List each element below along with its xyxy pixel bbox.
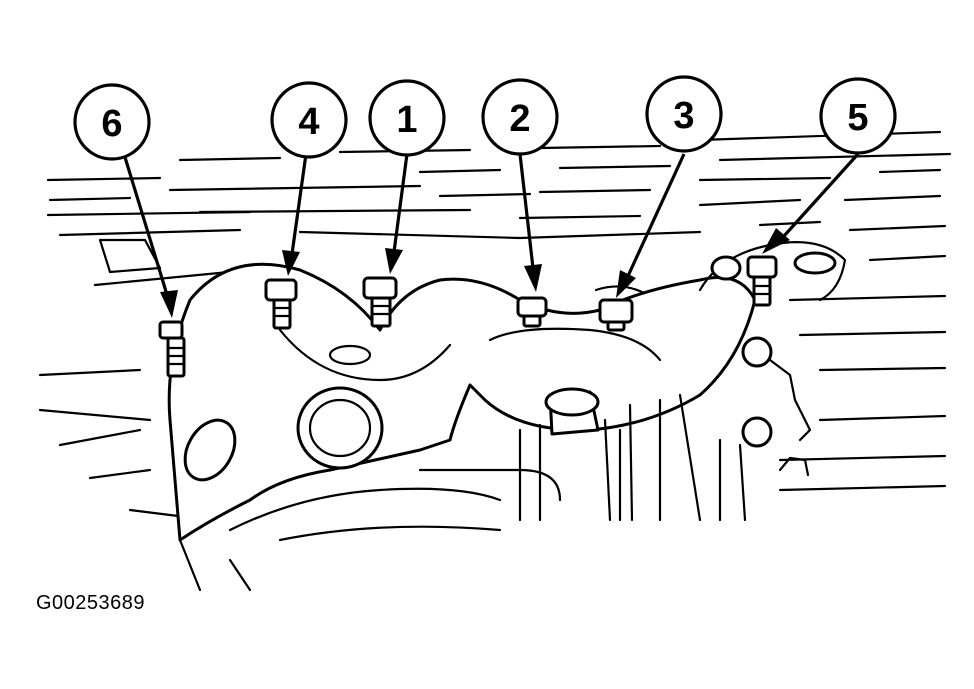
bolt-6 (158, 320, 186, 378)
callout-label: 2 (509, 98, 530, 140)
arrow-5-head (762, 228, 790, 254)
callout-4: 4 (270, 81, 348, 159)
arrow-3-head (616, 270, 636, 298)
arrow-3 (626, 153, 686, 277)
arrow-1-head (385, 248, 403, 274)
callout-label: 6 (101, 103, 122, 145)
callout-arrows (122, 152, 860, 318)
bolt-5 (746, 255, 778, 307)
callout-label: 1 (396, 99, 417, 141)
callout-label: 5 (847, 97, 868, 139)
arrow-4 (290, 153, 308, 255)
arrow-2-head (524, 264, 542, 292)
callout-label: 3 (673, 95, 694, 137)
bolt-1 (362, 276, 398, 328)
arrow-6-head (160, 290, 178, 318)
callout-3: 3 (645, 75, 723, 153)
arrow-1 (392, 153, 409, 253)
callout-2: 2 (481, 78, 559, 156)
callout-6: 6 (73, 83, 151, 161)
callout-5: 5 (819, 77, 897, 155)
bolt-4 (264, 278, 298, 330)
figure-id-label: G00253689 (36, 592, 146, 614)
callout-1: 1 (368, 79, 446, 157)
exhaust-manifold (167, 241, 847, 592)
bolt-2 (516, 296, 548, 328)
arrow-2 (518, 153, 535, 269)
arrow-6 (122, 153, 170, 299)
arrow-4-head (282, 250, 300, 276)
callout-label: 4 (298, 101, 319, 143)
arrow-5 (782, 152, 860, 238)
bolt-3 (594, 285, 644, 332)
